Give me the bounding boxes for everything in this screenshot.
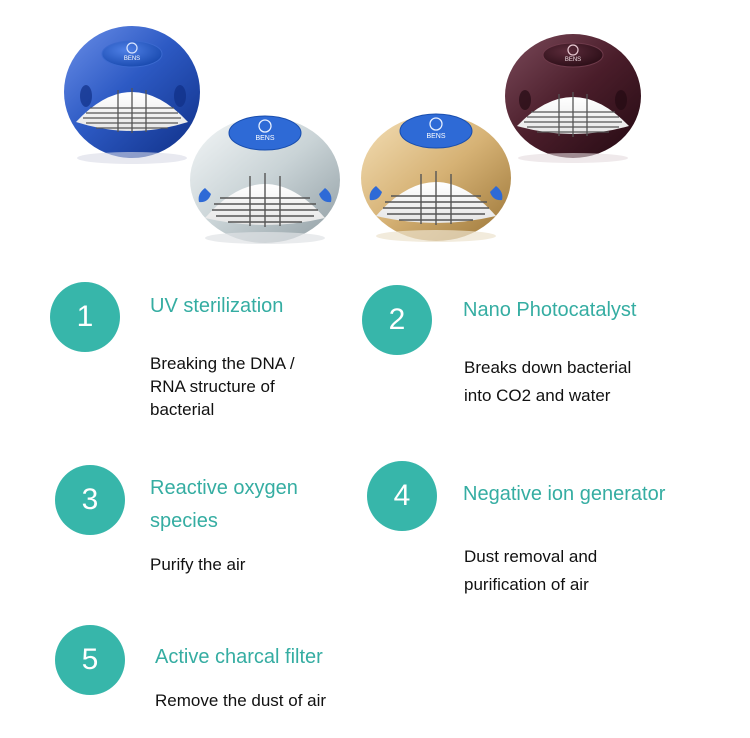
feature-number-3: 3 [55,465,125,535]
brand-logo: BENS [255,135,274,142]
product-images: BENS BENS [0,0,750,260]
brand-logo: BENS [124,56,140,62]
product-illustration: BENS BENS [64,26,641,244]
feature-description-1: Breaking the DNA / RNA structure of bact… [150,354,295,419]
feature-description-3: Purify the air [150,555,246,574]
feature-number-4: 4 [367,461,437,531]
feature-title-1: UV sterilization [150,295,284,317]
brand-logo: BENS [426,133,445,140]
brand-logo: BENS [565,57,581,63]
feature-title-2: Nano Photocatalyst [463,299,637,321]
brown-purifier: BENS [505,34,641,163]
feature-number-1: 1 [50,282,120,352]
feature-description-2: Breaks down bacterial into CO2 and water [464,358,632,405]
feature-title-5: Active charcal filter [155,646,323,668]
feature-title-3: Reactive oxygen species [150,477,298,532]
gold-purifier: BENS [361,113,511,242]
feature-description-5: Remove the dust of air [155,691,327,710]
feature-number-5: 5 [55,625,125,695]
silver-purifier: BENS [190,115,340,244]
feature-description-4: Dust removal and purification of air [464,547,598,594]
feature-title-4: Negative ion generator [463,483,666,505]
blue-purifier: BENS [64,26,200,164]
feature-number-2: 2 [362,285,432,355]
